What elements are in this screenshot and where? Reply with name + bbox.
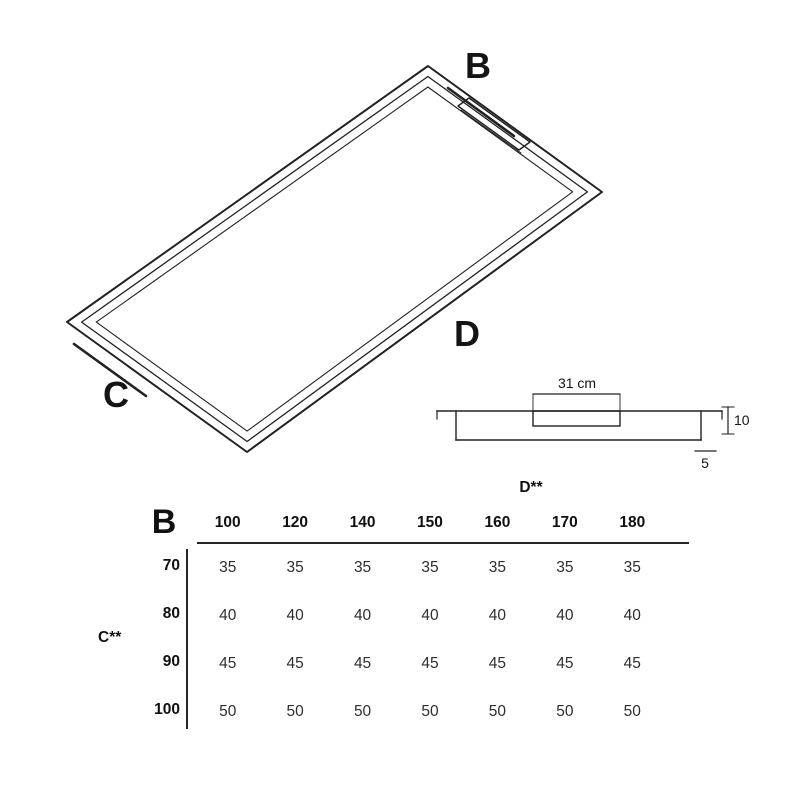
row-label-divider-line xyxy=(186,549,188,729)
tray-outer-edge xyxy=(66,65,603,453)
column-header: 100 xyxy=(214,514,241,531)
table-column-headers: 100 120 140 150 160 170 180 xyxy=(194,514,666,534)
table-cell: 40 xyxy=(623,607,641,624)
table-cell: 40 xyxy=(219,607,237,624)
label-b: B xyxy=(465,45,491,86)
table-cell: 45 xyxy=(623,655,641,672)
column-header: 150 xyxy=(417,514,443,531)
row-header: 90 xyxy=(162,653,180,670)
column-header: 180 xyxy=(619,514,646,531)
table-cell: 35 xyxy=(353,559,372,576)
table-cell: 35 xyxy=(219,559,237,576)
profile-drain-cap xyxy=(532,410,621,427)
b-dimension-line xyxy=(446,86,516,138)
table-cell: 35 xyxy=(556,559,574,576)
table-cell: 40 xyxy=(421,607,439,624)
table-cell: 40 xyxy=(488,607,507,624)
table-cell: 50 xyxy=(488,703,507,720)
table-cell: 35 xyxy=(488,559,507,576)
table-cell: 50 xyxy=(353,703,372,720)
table-cell: 50 xyxy=(286,703,304,720)
table-body: 35 35 35 35 35 35 35 40 40 40 40 40 40 4… xyxy=(194,544,666,736)
table-cell: 50 xyxy=(219,703,237,720)
row-header: 100 xyxy=(154,701,180,718)
technical-drawing: B D C 31 cm 10 5 xyxy=(66,45,750,471)
table-cell: 45 xyxy=(219,655,237,672)
table-cell: 50 xyxy=(556,703,574,720)
drain-cover xyxy=(457,97,531,151)
drain-cover-shadow-line xyxy=(460,109,522,154)
c-dimension-line xyxy=(72,342,148,398)
row-header: 70 xyxy=(162,557,180,574)
tray-rim-edge xyxy=(80,75,589,443)
profile-width-label: 31 cm xyxy=(558,375,596,391)
table-cell: 45 xyxy=(353,655,372,672)
table-cell: 50 xyxy=(421,703,439,720)
table-c-axis-label: C** xyxy=(98,629,122,646)
table-cell: 45 xyxy=(421,655,439,672)
table-cell: 50 xyxy=(623,703,641,720)
label-d: D xyxy=(454,313,480,354)
table-cell: 40 xyxy=(286,607,304,624)
header-divider-line xyxy=(197,542,689,544)
column-header: 170 xyxy=(551,514,578,531)
profile-offset-label: 5 xyxy=(701,455,709,471)
table-cell: 35 xyxy=(286,559,304,576)
table-d-axis-label: D** xyxy=(519,479,543,496)
table-cell: 35 xyxy=(623,559,641,576)
tray-basin-edge xyxy=(95,86,574,432)
column-header: 120 xyxy=(282,514,309,531)
table-cell: 40 xyxy=(353,607,372,624)
column-header: 140 xyxy=(349,514,376,531)
profile-height-label: 10 xyxy=(734,412,750,428)
label-c: C xyxy=(103,374,129,415)
table-cell: 45 xyxy=(556,655,574,672)
table-cell: 40 xyxy=(556,607,574,624)
column-header: 160 xyxy=(484,514,511,531)
table-cell: 45 xyxy=(488,655,507,672)
table-cell: 35 xyxy=(421,559,439,576)
table-cell: 45 xyxy=(286,655,304,672)
table-b-axis-label: B xyxy=(151,503,177,541)
row-header: 80 xyxy=(162,605,180,622)
